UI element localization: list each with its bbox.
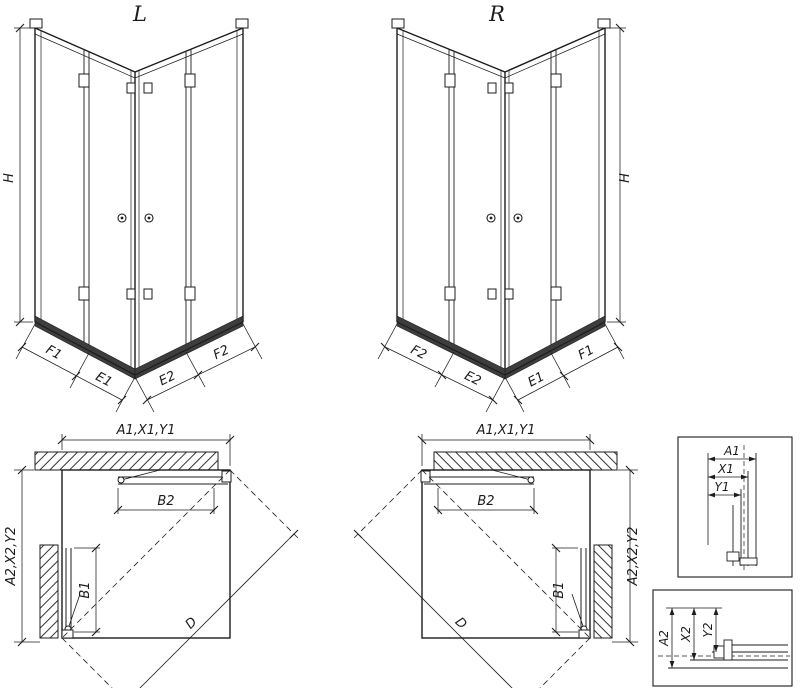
label-b2-plan-right: B2 [477,494,494,509]
label-e2-left: E2 [157,368,178,389]
label-f2-left: F2 [211,343,232,363]
label-width-plan-right: A1,X1,Y1 [476,423,536,438]
label-b1-plan-left: B1 [78,581,93,598]
label-x1-detail: X1 [717,462,734,476]
detail-profile-top [677,436,793,578]
label-width-plan-left: A1,X1,Y1 [116,423,176,438]
label-y2-detail: Y2 [701,623,715,638]
label-variant-left: L [132,2,147,26]
label-f2-right: F2 [408,343,429,363]
detail-bottom-frame [652,589,793,687]
label-b2-plan-left: B2 [157,494,174,509]
detail-top-frame [677,436,793,578]
label-diagonal-plan-left: D [183,615,201,633]
label-height-right: H [618,173,633,183]
label-depth-plan-right: A2,X2,Y2 [626,527,641,587]
label-f1-right: F1 [576,343,597,364]
label-e1-left: E1 [93,369,115,390]
plan-view-right-geometry [353,433,639,688]
label-y1-detail: Y1 [715,480,730,494]
label-e2-right: E2 [462,368,483,389]
label-x2-detail: X2 [679,626,693,643]
label-a1-detail: A1 [723,444,740,458]
label-b1-plan-right: B1 [552,581,567,598]
label-diagonal-plan-right: D [452,615,470,633]
label-height-left: H [2,173,17,183]
label-f1-left: F1 [43,343,64,364]
label-depth-plan-left: A2,X2,Y2 [4,527,19,587]
detail-profile-bottom [652,589,793,687]
plan-view-left-geometry [13,433,299,688]
label-e1-right: E1 [526,369,548,390]
label-variant-right: R [488,2,505,26]
label-a2-detail: A2 [657,630,671,647]
